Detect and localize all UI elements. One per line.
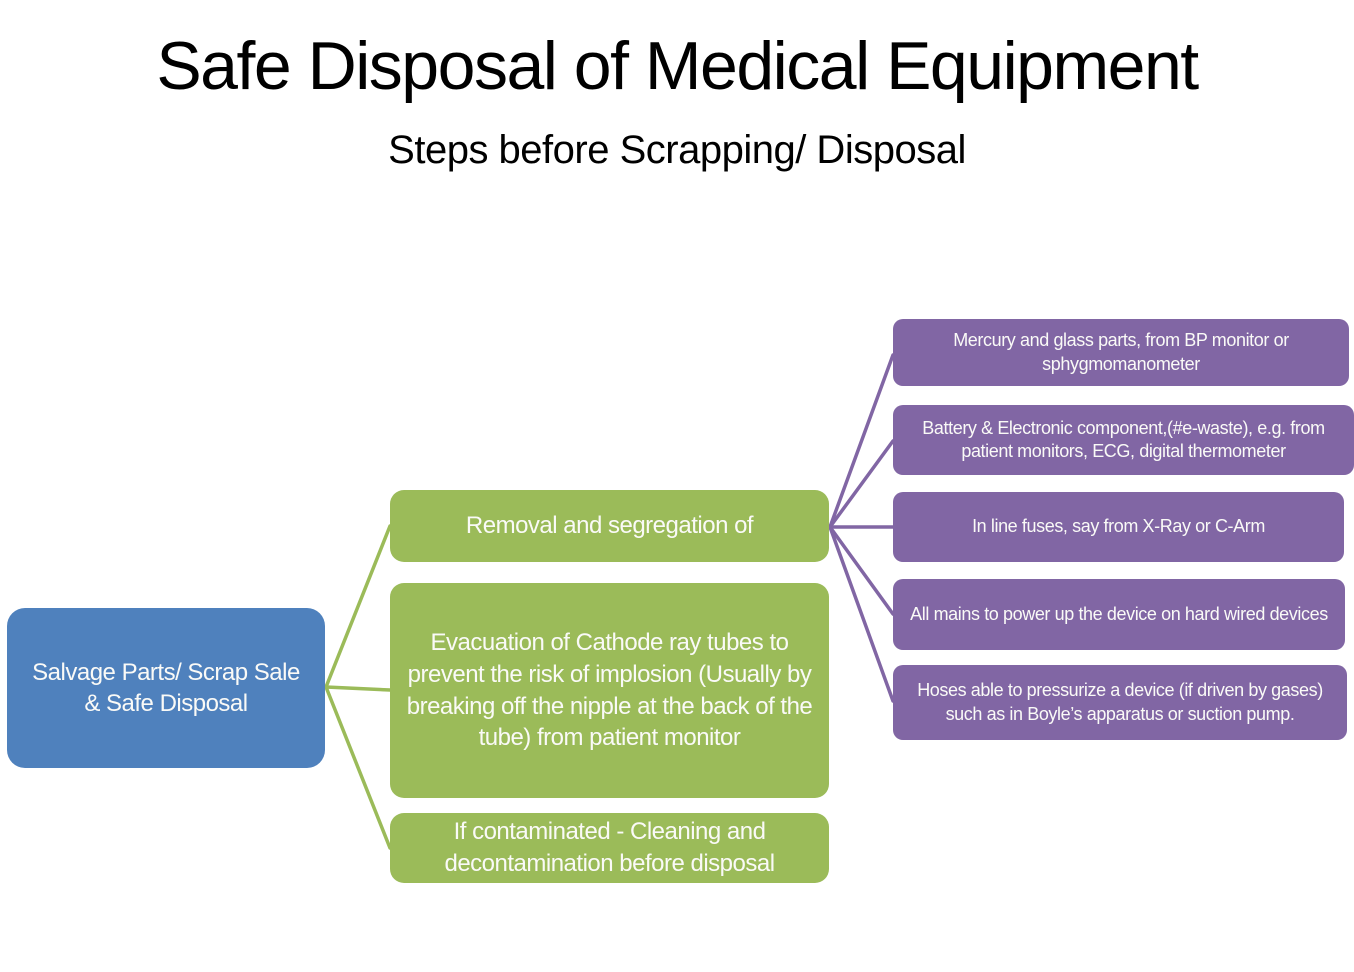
leaf-mercury-glass-label: Mercury and glass parts, from BP monitor… xyxy=(953,330,1289,374)
slide-subtitle: Steps before Scrapping/ Disposal xyxy=(388,128,966,172)
leaf-inline-fuses-label: In line fuses, say from X-Ray or C-Arm xyxy=(972,516,1265,537)
connector-branch1-leaf-5 xyxy=(828,525,895,703)
leaf-battery-electronic: Battery & Electronic component,(#e-waste… xyxy=(893,405,1354,475)
node-crt-evacuation: Evacuation of Cathode ray tubes to preve… xyxy=(390,583,829,798)
leaf-hoses-pressurize-label: Hoses able to pressurize a device (if dr… xyxy=(917,680,1323,724)
connector-root-branch-2 xyxy=(324,685,392,692)
leaf-mains-power-label: All mains to power up the device on hard… xyxy=(910,603,1328,624)
leaf-inline-fuses: In line fuses, say from X-Ray or C-Arm xyxy=(893,492,1344,562)
node-decontamination: If contaminated - Cleaning and decontami… xyxy=(390,813,829,883)
node-salvage-root: Salvage Parts/ Scrap Sale & Safe Disposa… xyxy=(7,608,325,768)
node-removal-segregation-label: Removal and segregation of xyxy=(465,512,754,540)
connector-branch1-leaf-4 xyxy=(828,525,895,616)
node-decontamination-label: If contaminated - Cleaning and decontami… xyxy=(444,818,775,877)
leaf-battery-electronic-label: Battery & Electronic component,(#e-waste… xyxy=(922,417,1325,461)
connector-root-branch-3 xyxy=(324,685,392,850)
connector-branch1-leaf-2 xyxy=(828,439,895,529)
node-crt-evacuation-label: Evacuation of Cathode ray tubes to preve… xyxy=(406,628,813,752)
leaf-hoses-pressurize: Hoses able to pressurize a device (if dr… xyxy=(893,665,1347,740)
connector-branch1-leaf-1 xyxy=(828,353,895,529)
slide-title: Safe Disposal of Medical Equipment xyxy=(156,28,1199,104)
connector-root-branch-1 xyxy=(324,524,392,689)
leaf-mains-power: All mains to power up the device on hard… xyxy=(893,579,1345,650)
node-removal-segregation: Removal and segregation of xyxy=(390,490,829,562)
node-salvage-root-label: Salvage Parts/ Scrap Sale & Safe Disposa… xyxy=(32,658,300,717)
leaf-mercury-glass: Mercury and glass parts, from BP monitor… xyxy=(893,319,1349,386)
